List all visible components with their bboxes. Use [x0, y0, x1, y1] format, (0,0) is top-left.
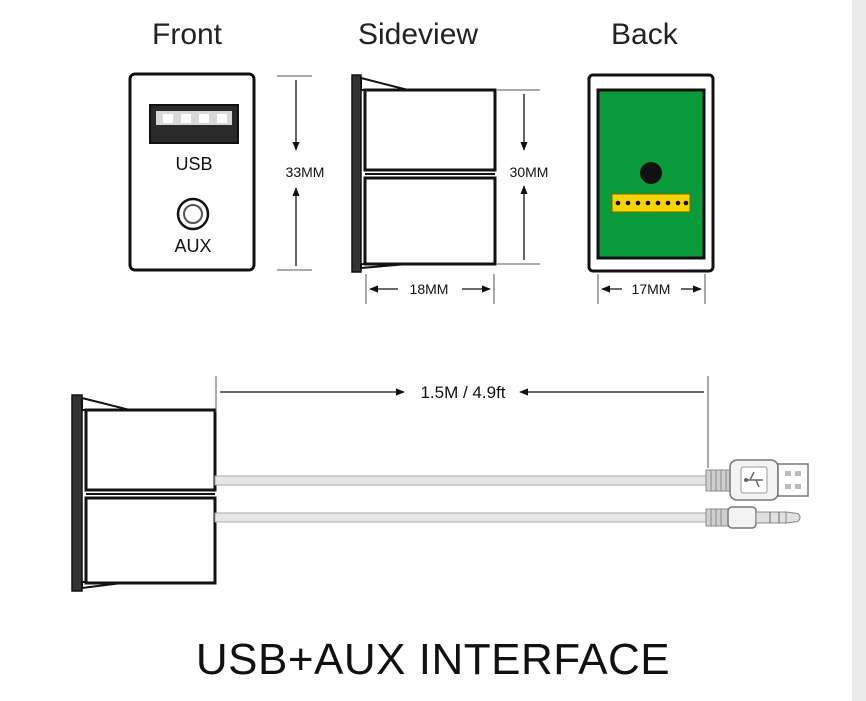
pcb-hole	[640, 162, 662, 184]
aux-label: AUX	[174, 236, 211, 256]
pcb-pins	[611, 193, 691, 213]
product-caption: USB+AUX INTERFACE	[195, 635, 671, 684]
assembly-clip-top	[81, 396, 131, 411]
edge-band	[852, 0, 866, 701]
cable-assembly	[71, 394, 809, 592]
side-height-dimension: 30MM	[497, 89, 549, 265]
cable-length-label: 1.5M / 4.9ft	[420, 383, 505, 402]
assembly-lower-body	[84, 496, 217, 585]
front-view: USB AUX	[128, 72, 256, 272]
back-view-title: Back	[611, 18, 678, 51]
aux-cable	[214, 512, 712, 523]
aux-jack-icon	[176, 197, 210, 231]
sideview-title: Sideview	[358, 18, 479, 51]
side-upper-body	[363, 88, 497, 172]
side-view	[351, 74, 497, 273]
usb-port-icon	[149, 104, 239, 144]
side-lower-body	[363, 176, 497, 266]
assembly-flange	[71, 394, 83, 592]
cable-length-dimension: 1.5M / 4.9ft	[215, 376, 709, 468]
back-view	[587, 73, 715, 273]
side-clip-top	[360, 76, 409, 91]
assembly-upper-body	[84, 408, 217, 492]
side-depth-label: 18MM	[410, 281, 449, 297]
aux-plug-icon	[705, 506, 801, 529]
side-flange	[351, 74, 362, 273]
pcb-board	[596, 88, 706, 260]
front-view-title: Front	[152, 18, 223, 51]
back-width-label: 17MM	[632, 281, 671, 297]
front-height-dimension: 33MM	[277, 75, 325, 271]
usb-plug-icon	[705, 459, 809, 501]
side-depth-dimension: 18MM	[365, 274, 495, 304]
usb-cable	[214, 475, 712, 486]
usb-label: USB	[175, 154, 212, 174]
back-width-dimension: 17MM	[597, 274, 706, 304]
front-height-label: 33MM	[286, 164, 325, 180]
side-height-label: 30MM	[510, 164, 549, 180]
